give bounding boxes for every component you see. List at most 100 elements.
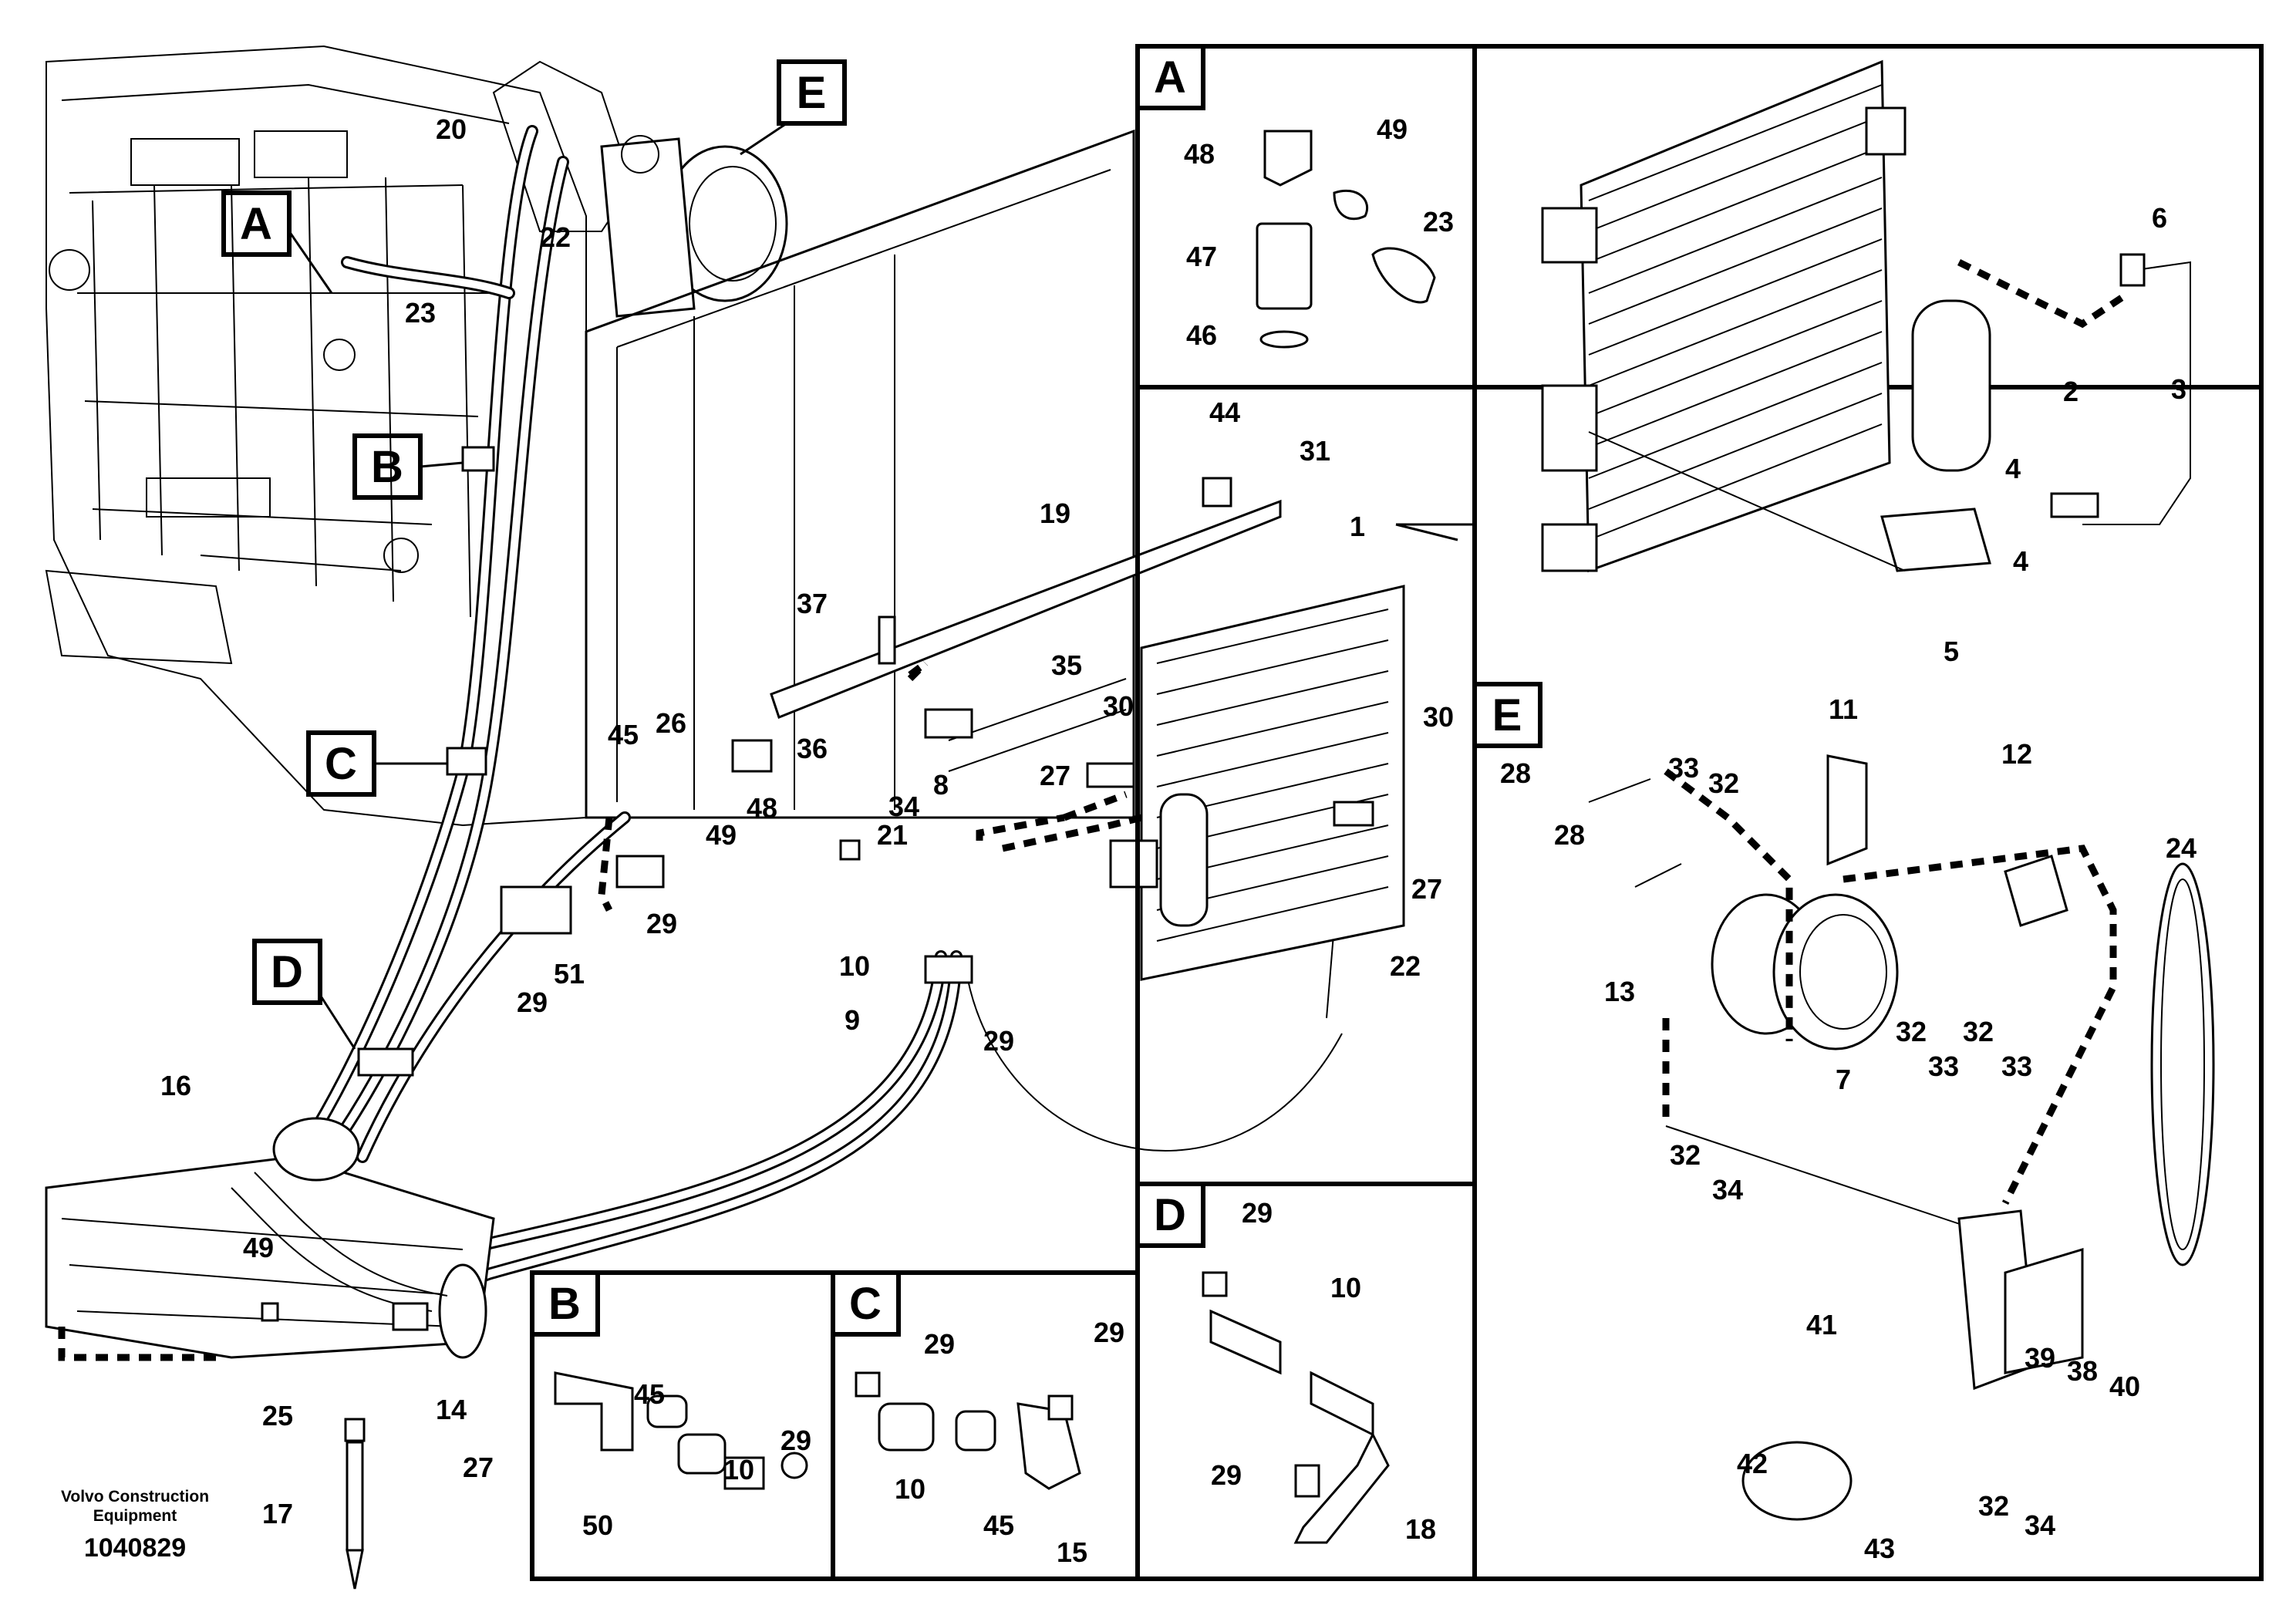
callout-c15: 15 <box>1057 1536 1087 1568</box>
callout-c10d: 10 <box>1330 1272 1361 1303</box>
label-e-panel: E <box>1492 690 1522 740</box>
panel-a-parts <box>1256 130 1436 349</box>
callout-c29d: 29 <box>924 1328 955 1360</box>
callout-c13: 13 <box>1604 976 1635 1007</box>
callout-c10b: 10 <box>723 1454 754 1485</box>
callout-c10a: 10 <box>839 950 870 982</box>
callout-c28b: 28 <box>1554 819 1585 851</box>
callout-c6: 6 <box>2152 202 2167 234</box>
callout-c34c: 34 <box>2025 1509 2055 1541</box>
callout-c17: 17 <box>262 1498 293 1529</box>
callout-c43: 43 <box>1864 1533 1895 1564</box>
callout-c48a: 48 <box>1184 138 1215 170</box>
bracket-19 <box>500 477 1374 984</box>
callout-c50: 50 <box>582 1509 613 1541</box>
label-d-panel: D <box>1154 1190 1186 1240</box>
callout-c28a: 28 <box>1500 757 1531 789</box>
callout-c8: 8 <box>933 769 949 801</box>
panel-b-parts <box>554 1371 808 1490</box>
callout-c22b: 22 <box>1390 950 1421 982</box>
callout-c41: 41 <box>1806 1309 1837 1340</box>
callout-c14: 14 <box>436 1394 467 1425</box>
callout-c3: 3 <box>2171 373 2186 405</box>
callout-c37: 37 <box>797 588 828 619</box>
engine-block <box>45 45 634 827</box>
callout-c25: 25 <box>262 1400 293 1431</box>
manufacturer-name: Volvo Construction Equipment <box>60 1488 210 1525</box>
callout-c27c: 27 <box>463 1452 494 1483</box>
callout-c34a: 34 <box>888 791 919 822</box>
label-c-panel: C <box>849 1279 882 1329</box>
callout-c38: 38 <box>2067 1355 2098 1387</box>
callout-c2: 2 <box>2063 376 2079 407</box>
callout-c47: 47 <box>1186 241 1217 272</box>
callout-c32a: 32 <box>1708 767 1739 799</box>
callout-c4a: 4 <box>2005 453 2021 484</box>
callout-c33b: 33 <box>1928 1050 1959 1082</box>
callout-c5: 5 <box>1944 636 1959 667</box>
callout-c16: 16 <box>160 1070 191 1101</box>
panel-d-parts <box>1202 1271 1390 1544</box>
callout-c32e: 32 <box>1978 1490 2009 1522</box>
label-e-main: E <box>797 68 827 118</box>
callout-c21: 21 <box>877 819 908 851</box>
panel-c-parts <box>855 1371 1081 1490</box>
callout-c32b: 32 <box>1896 1016 1927 1047</box>
callout-c48b: 48 <box>747 792 777 824</box>
callout-c45a: 45 <box>608 719 639 750</box>
callout-c23a: 23 <box>405 297 436 329</box>
callout-c29b: 29 <box>517 986 548 1018</box>
callout-c23b: 23 <box>1423 206 1454 238</box>
callout-c12: 12 <box>2001 738 2032 770</box>
label-a-panel: A <box>1154 52 1186 103</box>
drawing-number: 1040829 <box>83 1533 187 1563</box>
callout-c40: 40 <box>2109 1371 2140 1402</box>
callout-c10c: 10 <box>895 1473 925 1505</box>
callout-c49a: 49 <box>706 819 737 851</box>
callout-c20: 20 <box>436 113 467 145</box>
callout-c29e: 29 <box>1094 1317 1124 1348</box>
label-b-panel: B <box>548 1279 581 1329</box>
callout-c27a: 27 <box>1040 760 1070 791</box>
callout-c29a: 29 <box>646 908 677 939</box>
callout-c31: 31 <box>1300 435 1330 467</box>
callout-c42: 42 <box>1737 1448 1768 1479</box>
callout-c32c: 32 <box>1963 1016 1994 1047</box>
callout-c11: 11 <box>1829 693 1858 725</box>
callout-c44: 44 <box>1209 396 1240 428</box>
callout-c51: 51 <box>554 958 585 990</box>
callout-c4b: 4 <box>2013 545 2028 577</box>
callout-c36: 36 <box>797 733 828 764</box>
callout-c29c: 29 <box>983 1025 1014 1057</box>
callout-c32d: 32 <box>1670 1139 1701 1171</box>
callout-c30a: 30 <box>1103 690 1134 722</box>
callout-c27b: 27 <box>1411 873 1442 905</box>
compressor-top <box>600 135 788 318</box>
hvac-unit <box>45 1117 495 1361</box>
callout-c35: 35 <box>1051 649 1082 681</box>
callout-c49c: 49 <box>243 1232 274 1263</box>
label-b-main: B <box>371 442 403 492</box>
callout-c34b: 34 <box>1712 1174 1743 1206</box>
label-c-main: C <box>325 739 357 789</box>
callout-c30b: 30 <box>1423 701 1454 733</box>
callout-c1: 1 <box>1350 511 1365 542</box>
callout-c33a: 33 <box>1668 752 1699 784</box>
detail-labels: A B C D E A E D B C <box>221 44 1542 1337</box>
callout-c24: 24 <box>2166 832 2197 864</box>
callout-c29h: 29 <box>1211 1459 1242 1491</box>
callout-c18: 18 <box>1405 1513 1436 1545</box>
sensor-17 <box>344 1418 366 1590</box>
callout-c19: 19 <box>1040 497 1070 529</box>
callout-c7: 7 <box>1836 1064 1851 1095</box>
callout-c45c: 45 <box>983 1509 1014 1541</box>
label-d-main: D <box>271 947 303 997</box>
panel-outlines <box>530 44 2264 1581</box>
callout-c22a: 22 <box>540 221 571 253</box>
callout-c46: 46 <box>1186 319 1217 351</box>
callout-c29g: 29 <box>1242 1197 1273 1229</box>
callout-c33c: 33 <box>2001 1050 2032 1082</box>
callout-c49b: 49 <box>1377 113 1408 145</box>
